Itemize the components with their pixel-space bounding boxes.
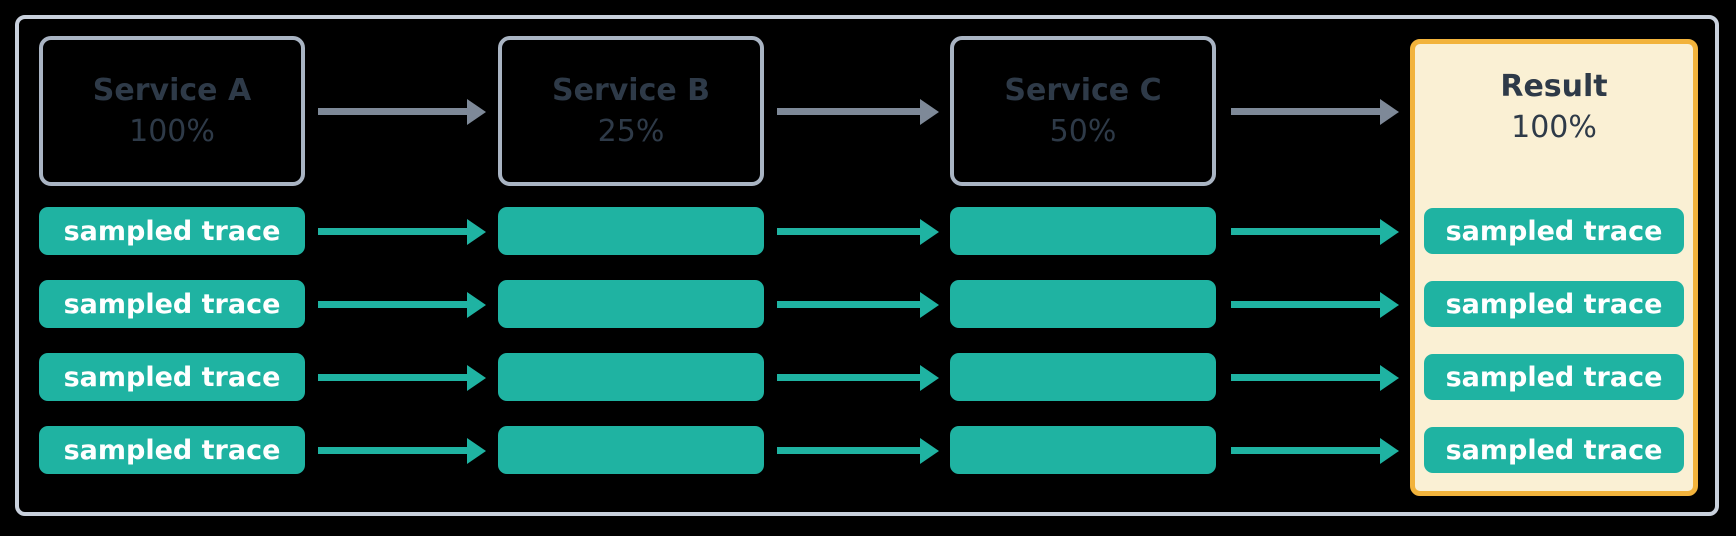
service-a-percent: 100% [129, 114, 215, 149]
service-b-percent: 25% [597, 114, 665, 149]
result-percent: 100% [1511, 110, 1597, 145]
flow-arrow-icon [1231, 108, 1380, 115]
trace-pill: sampled trace [39, 280, 305, 328]
trace-pill: sampled trace [1424, 208, 1684, 254]
trace-arrow-icon [318, 447, 467, 454]
trace-arrow-icon [1231, 228, 1380, 235]
trace-pill: sampled trace [39, 207, 305, 255]
trace-arrow-icon [318, 228, 467, 235]
trace-pill-unlabeled [498, 426, 764, 474]
service-b-title: Service B [551, 73, 711, 108]
trace-pill: sampled trace [1424, 354, 1684, 400]
trace-pill-unlabeled [950, 426, 1216, 474]
diagram-frame [15, 15, 1719, 516]
trace-arrow-icon [777, 301, 920, 308]
trace-pill: sampled trace [39, 353, 305, 401]
trace-pill: sampled trace [1424, 281, 1684, 327]
result-title: Result [1500, 69, 1608, 104]
service-b-node: Service B 25% [498, 36, 764, 186]
trace-arrow-icon [777, 447, 920, 454]
service-c-percent: 50% [1049, 114, 1117, 149]
service-a-title: Service A [92, 73, 252, 108]
trace-arrow-icon [777, 228, 920, 235]
trace-arrow-icon [1231, 374, 1380, 381]
trace-arrow-icon [1231, 301, 1380, 308]
result-header: Result 100% [1415, 70, 1693, 144]
trace-arrow-icon [318, 374, 467, 381]
service-c-node: Service C 50% [950, 36, 1216, 186]
trace-pill-unlabeled [950, 207, 1216, 255]
trace-pill: sampled trace [39, 426, 305, 474]
trace-pill-unlabeled [498, 353, 764, 401]
trace-pill-unlabeled [498, 207, 764, 255]
service-c-title: Service C [1004, 73, 1162, 108]
trace-pill-unlabeled [950, 280, 1216, 328]
flow-arrow-icon [777, 108, 920, 115]
trace-pill: sampled trace [1424, 427, 1684, 473]
trace-arrow-icon [318, 301, 467, 308]
trace-arrow-icon [1231, 447, 1380, 454]
trace-pill-unlabeled [950, 353, 1216, 401]
trace-arrow-icon [777, 374, 920, 381]
trace-pill-unlabeled [498, 280, 764, 328]
result-node: Result 100% sampled trace sampled trace … [1410, 39, 1698, 496]
service-a-node: Service A 100% [39, 36, 305, 186]
flow-arrow-icon [318, 108, 467, 115]
